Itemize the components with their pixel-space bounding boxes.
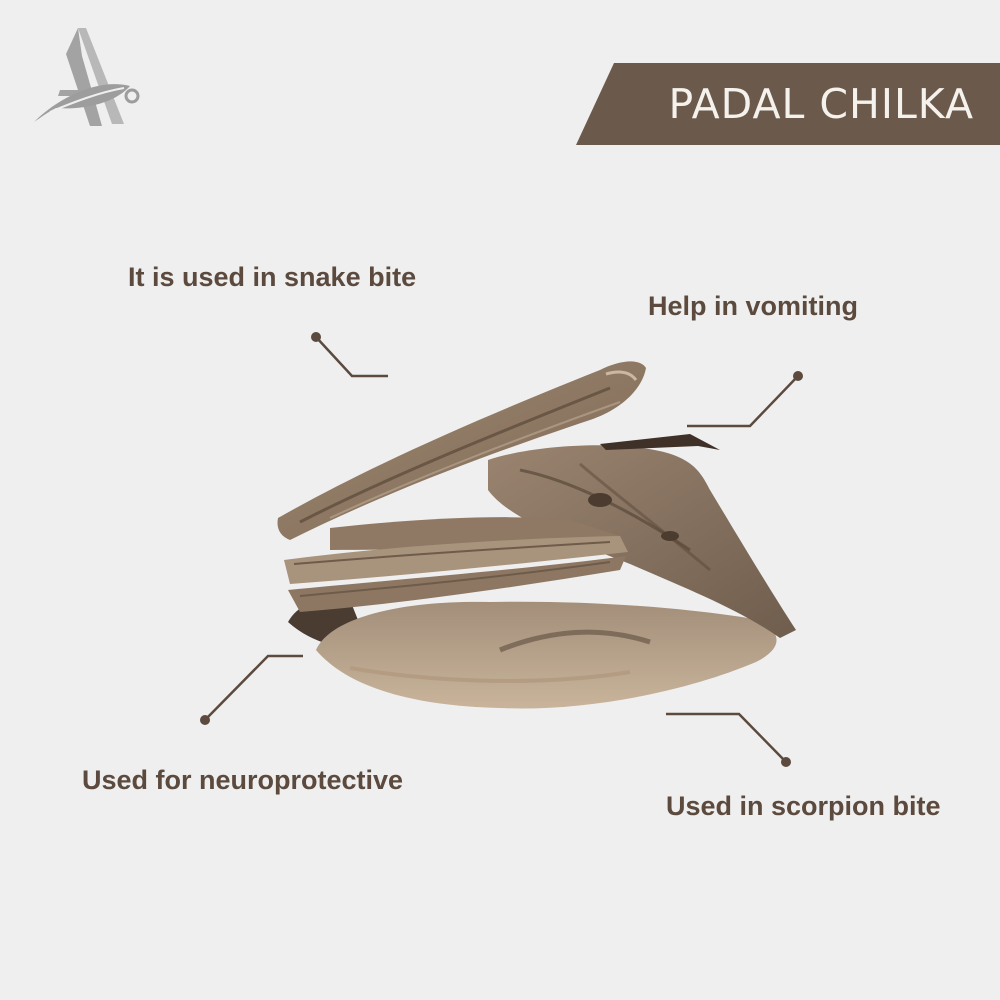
leaf-a-logo-icon — [34, 28, 140, 126]
callout-line-scorpion-bite — [666, 712, 791, 767]
benefit-label-snake-bite: It is used in snake bite — [128, 262, 417, 292]
page-title: PADAL CHILKA — [668, 80, 974, 128]
banner-shape — [576, 63, 1000, 145]
brand-logo — [30, 26, 142, 126]
benefit-label-neuroprotective: Used for neuroprotective — [82, 765, 404, 795]
callout-line-snake-bite — [311, 332, 388, 378]
callout-line-neuroprotective — [200, 654, 303, 725]
title-banner: PADAL CHILKA — [576, 63, 1000, 145]
benefit-label-vomiting: Help in vomiting — [648, 291, 859, 321]
benefit-label-scorpion-bite: Used in scorpion bite — [666, 791, 941, 821]
bark-pieces-image — [277, 361, 796, 709]
callout-line-vomiting — [687, 371, 803, 428]
